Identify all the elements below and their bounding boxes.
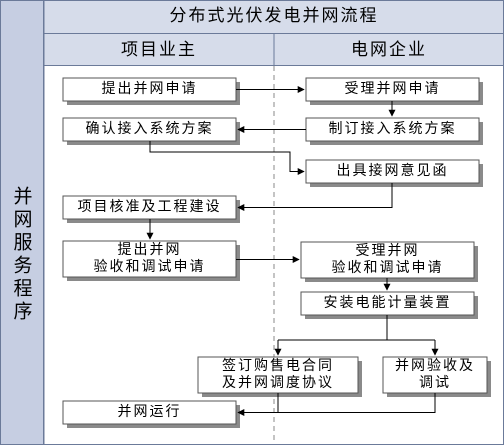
step-confirm-plan: 确认接入系统方案 [85,120,214,137]
lane-title-owner: 项目业主 [121,40,197,60]
step-submit-acceptance: 提出并网 验收和调试申请 [93,241,206,276]
arrow-grid-test-to-run [237,393,436,416]
lane-title-grid-company: 电网企业 [351,40,427,60]
step-grid-run-box [62,400,237,425]
lane-header-left [43,33,275,66]
side-label: 并网服务程序 [0,66,44,444]
title-bar [43,0,504,34]
step-sign-contract: 签订购售电合同 及并网调度协议 [222,357,334,392]
step-submit-acceptance-box [62,240,237,278]
step-grid-test-box [382,356,488,394]
arrow-confirm-to-opinion [149,141,305,175]
sidebar-panel [0,0,44,445]
step-accept-acceptance: 受理并网 验收和调试申请 [331,242,444,277]
step-approve-build: 项目核准及工程建设 [77,198,222,215]
step-grid-test: 并网验收及 调试 [395,357,475,392]
page-title: 分布式光伏发电并网流程 [169,6,379,26]
side-label-text: 并网服务程序 [10,186,33,324]
step-issue-opinion: 出具接网意见函 [336,162,449,179]
step-sign-contract-box [197,356,359,394]
step-accept-request: 受理并网申请 [344,80,441,97]
line-install-split [278,315,435,341]
step-install-meter: 安装电能计量装置 [323,294,452,311]
step-make-plan: 制订接入系统方案 [328,120,457,137]
arrow-opinion-to-approve [237,183,393,211]
step-grid-run: 并网运行 [117,403,182,420]
step-submit-request: 提出并网申请 [101,80,198,97]
